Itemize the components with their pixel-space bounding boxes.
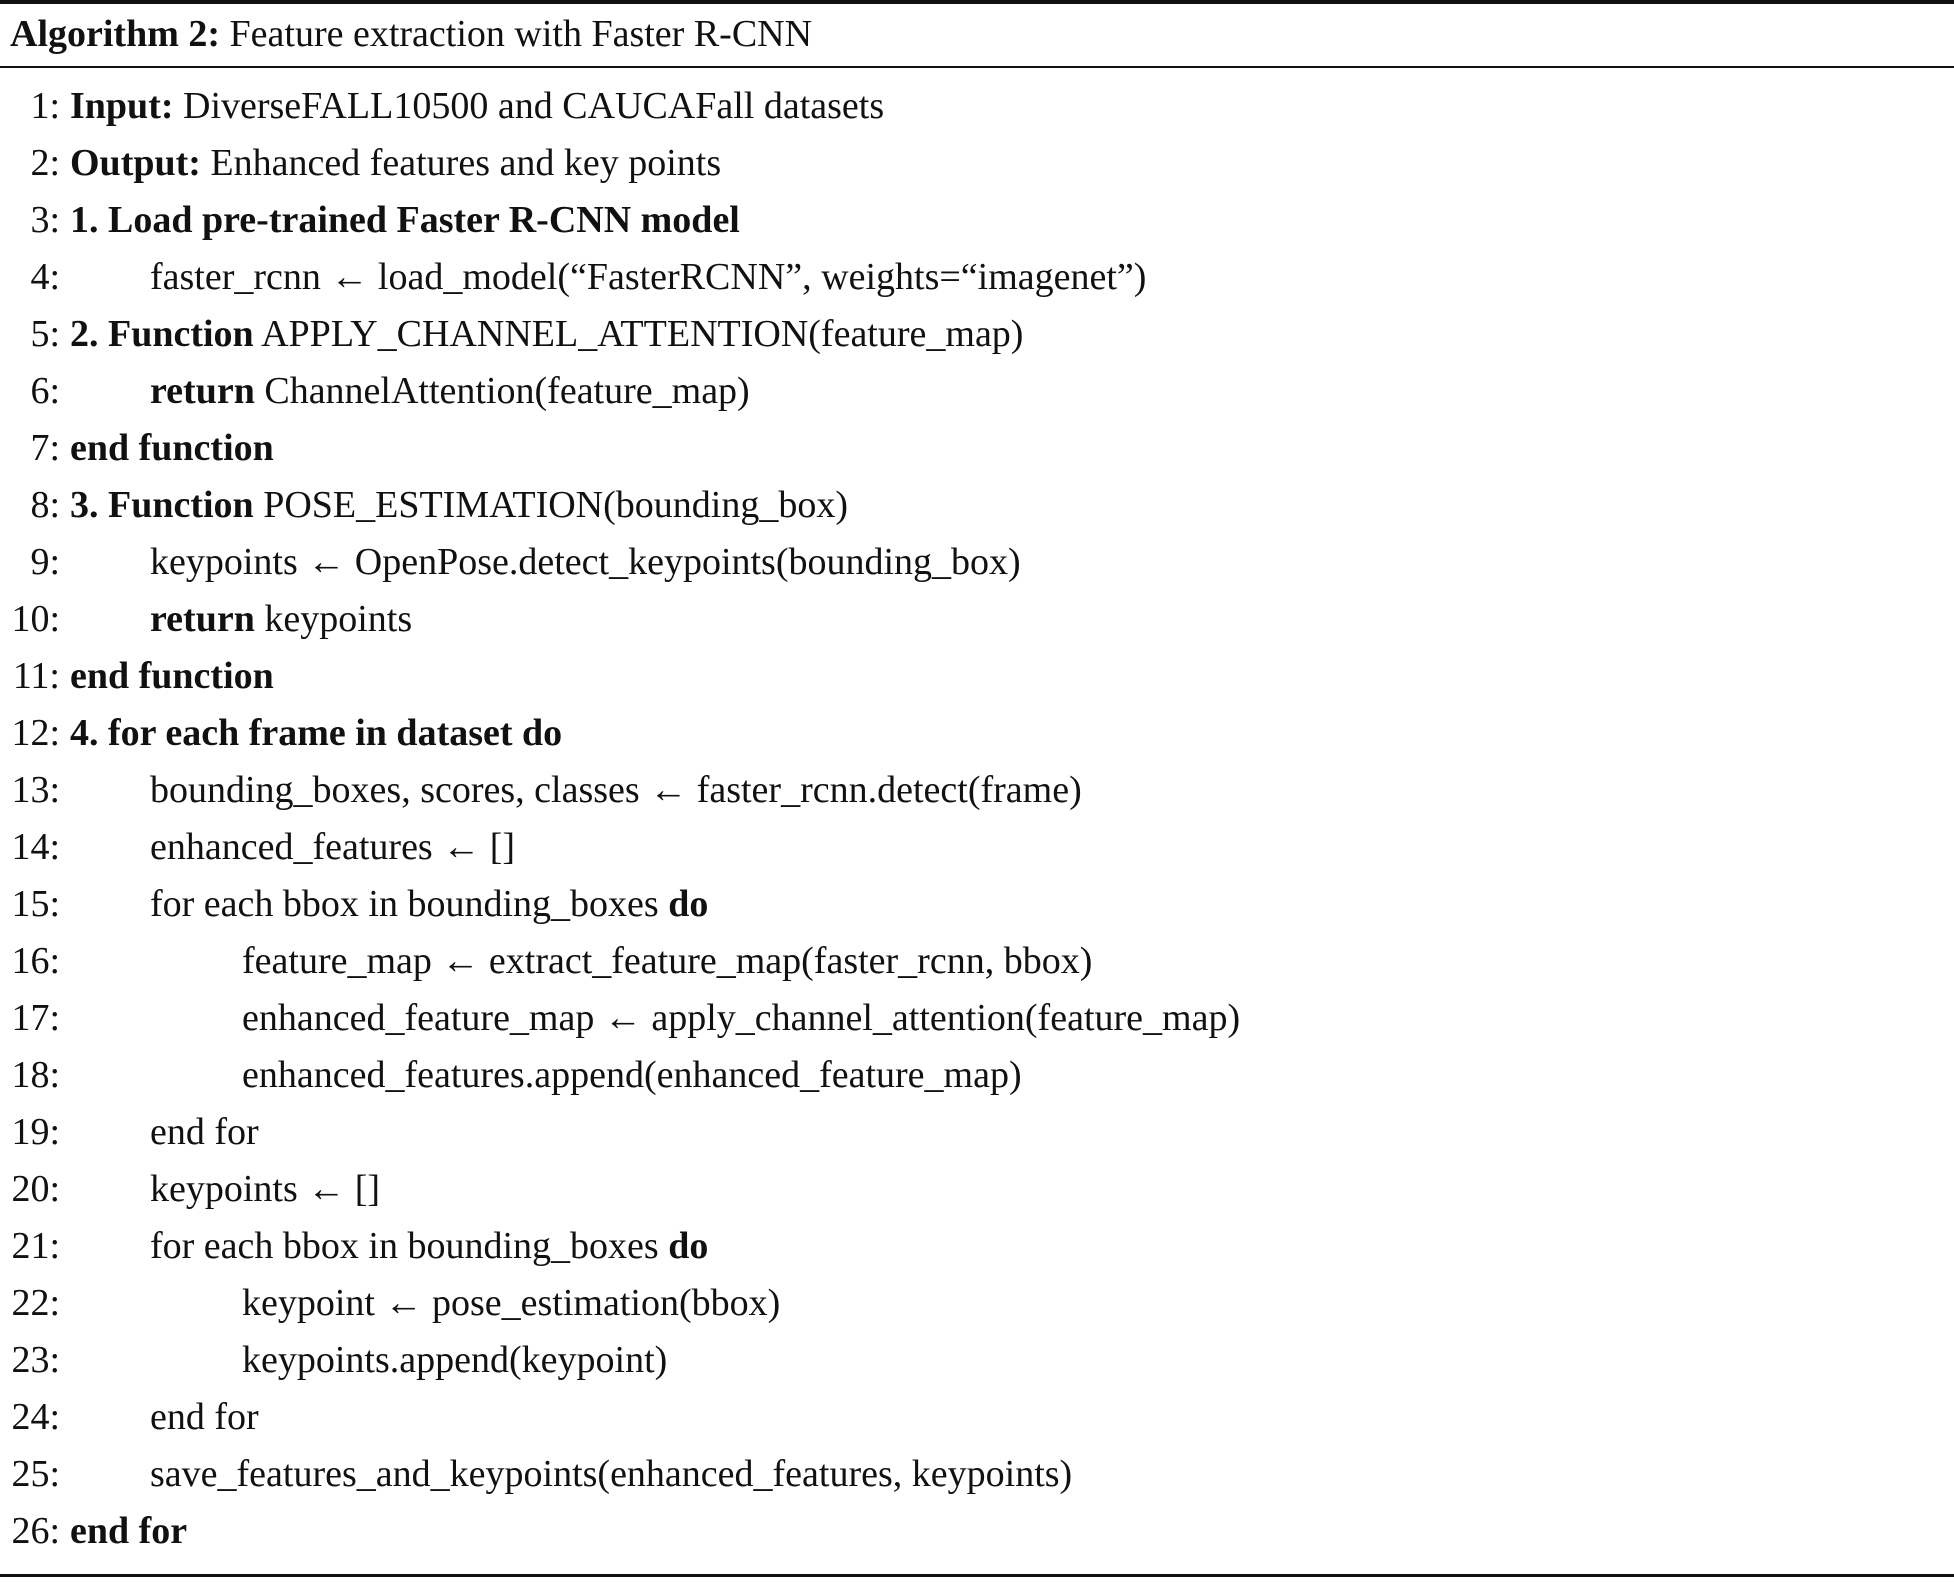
- line-number: 15:: [11, 883, 60, 925]
- algorithm-line-2: 2:Output: Enhanced features and key poin…: [10, 135, 1944, 192]
- algorithm-title-text: Feature extraction with Faster R-CNN: [220, 13, 813, 55]
- algorithm-line-7: 7:end function: [10, 420, 1944, 477]
- algorithm-line-8: 8:3. Function POSE_ESTIMATION(bounding_b…: [10, 477, 1944, 534]
- algorithm-line-10: 10: return keypoints: [10, 591, 1944, 648]
- line-content: for each bbox in bounding_boxes do: [150, 883, 709, 925]
- line-content: for each bbox in bounding_boxes do: [150, 1225, 709, 1267]
- algorithm-line-15: 15: for each bbox in bounding_boxes do: [10, 876, 1944, 933]
- algorithm-line-20: 20: keypoints ← []: [10, 1161, 1944, 1218]
- algorithm-line-19: 19: end for: [10, 1104, 1944, 1161]
- line-number: 8:: [30, 484, 60, 526]
- line-content: end function: [70, 655, 274, 697]
- line-number: 9:: [30, 541, 60, 583]
- line-number: 19:: [11, 1111, 60, 1153]
- algorithm-line-16: 16: feature_map ← extract_feature_map(fas…: [10, 933, 1944, 990]
- line-content: end function: [70, 427, 274, 469]
- line-number: 10:: [11, 598, 60, 640]
- line-content: end for: [150, 1111, 259, 1153]
- line-content: keypoints.append(keypoint): [242, 1339, 668, 1381]
- line-content: return ChannelAttention(feature_map): [150, 370, 750, 412]
- algorithm-title: Algorithm 2: Feature extraction with Fas…: [0, 4, 1954, 68]
- line-content: save_features_and_keypoints(enhanced_fea…: [150, 1453, 1073, 1495]
- algorithm-line-18: 18: enhanced_features.append(enhanced_fea…: [10, 1047, 1944, 1104]
- algorithm-line-13: 13: bounding_boxes, scores, classes ← fas…: [10, 762, 1944, 819]
- line-number: 3:: [30, 199, 60, 241]
- line-content: 1. Load pre-trained Faster R-CNN model: [70, 199, 740, 241]
- algorithm-line-6: 6: return ChannelAttention(feature_map): [10, 363, 1944, 420]
- line-content: faster_rcnn ← load_model(“FasterRCNN”, w…: [150, 256, 1147, 298]
- line-content: end for: [150, 1396, 259, 1438]
- algorithm-line-5: 5:2. Function APPLY_CHANNEL_ATTENTION(fe…: [10, 306, 1944, 363]
- line-content: 3. Function POSE_ESTIMATION(bounding_box…: [70, 484, 848, 526]
- line-content: enhanced_feature_map ← apply_channel_att…: [242, 997, 1241, 1039]
- line-number: 21:: [11, 1225, 60, 1267]
- algorithm-line-1: 1:Input: DiverseFALL10500 and CAUCAFall …: [10, 78, 1944, 135]
- line-number: 12:: [11, 712, 60, 754]
- line-number: 20:: [11, 1168, 60, 1210]
- line-number: 25:: [11, 1453, 60, 1495]
- algorithm-line-23: 23: keypoints.append(keypoint): [10, 1332, 1944, 1389]
- line-number: 11:: [12, 655, 60, 697]
- line-number: 23:: [11, 1339, 60, 1381]
- algorithm-body: 1:Input: DiverseFALL10500 and CAUCAFall …: [0, 68, 1954, 1577]
- line-number: 16:: [11, 940, 60, 982]
- line-number: 18:: [11, 1054, 60, 1096]
- line-content: feature_map ← extract_feature_map(faster…: [242, 940, 1093, 982]
- line-number: 26:: [11, 1510, 60, 1552]
- line-content: keypoints ← []: [150, 1168, 381, 1210]
- algorithm-line-4: 4: faster_rcnn ← load_model(“FasterRCNN”,…: [10, 249, 1944, 306]
- line-content: keypoints ← OpenPose.detect_keypoints(bo…: [150, 541, 1021, 583]
- line-content: enhanced_features.append(enhanced_featur…: [242, 1054, 1022, 1096]
- line-content: enhanced_features ← []: [150, 826, 516, 868]
- algorithm-line-17: 17: enhanced_feature_map ← apply_channel_…: [10, 990, 1944, 1047]
- algorithm-line-24: 24: end for: [10, 1389, 1944, 1446]
- line-content: 4. for each frame in dataset do: [70, 712, 563, 754]
- line-number: 2:: [30, 142, 60, 184]
- line-number: 22:: [11, 1282, 60, 1324]
- line-content: Input: DiverseFALL10500 and CAUCAFall da…: [70, 85, 885, 127]
- line-number: 4:: [30, 256, 60, 298]
- line-content: 2. Function APPLY_CHANNEL_ATTENTION(feat…: [70, 313, 1024, 355]
- algorithm-line-9: 9: keypoints ← OpenPose.detect_keypoints(…: [10, 534, 1944, 591]
- algorithm-line-25: 25: save_features_and_keypoints(enhanced_…: [10, 1446, 1944, 1503]
- line-number: 24:: [11, 1396, 60, 1438]
- algorithm-line-14: 14: enhanced_features ← []: [10, 819, 1944, 876]
- line-number: 6:: [30, 370, 60, 412]
- line-number: 17:: [11, 997, 60, 1039]
- algorithm-line-3: 3:1. Load pre-trained Faster R-CNN model: [10, 192, 1944, 249]
- line-content: return keypoints: [150, 598, 413, 640]
- line-number: 13:: [11, 769, 60, 811]
- algorithm-line-11: 11:end function: [10, 648, 1944, 705]
- algorithm-title-label: Algorithm 2:: [10, 13, 221, 55]
- algorithm-line-21: 21: for each bbox in bounding_boxes do: [10, 1218, 1944, 1275]
- line-content: Output: Enhanced features and key points: [70, 142, 722, 184]
- algorithm-line-22: 22: keypoint ← pose_estimation(bbox): [10, 1275, 1944, 1332]
- line-content: keypoint ← pose_estimation(bbox): [242, 1282, 781, 1324]
- algorithm-line-26: 26:end for: [10, 1503, 1944, 1560]
- line-number: 1:: [30, 85, 60, 127]
- line-content: bounding_boxes, scores, classes ← faster…: [150, 769, 1082, 811]
- algorithm-line-12: 12:4. for each frame in dataset do: [10, 705, 1944, 762]
- line-number: 5:: [30, 313, 60, 355]
- line-number: 14:: [11, 826, 60, 868]
- line-content: end for: [70, 1510, 188, 1552]
- line-number: 7:: [30, 427, 60, 469]
